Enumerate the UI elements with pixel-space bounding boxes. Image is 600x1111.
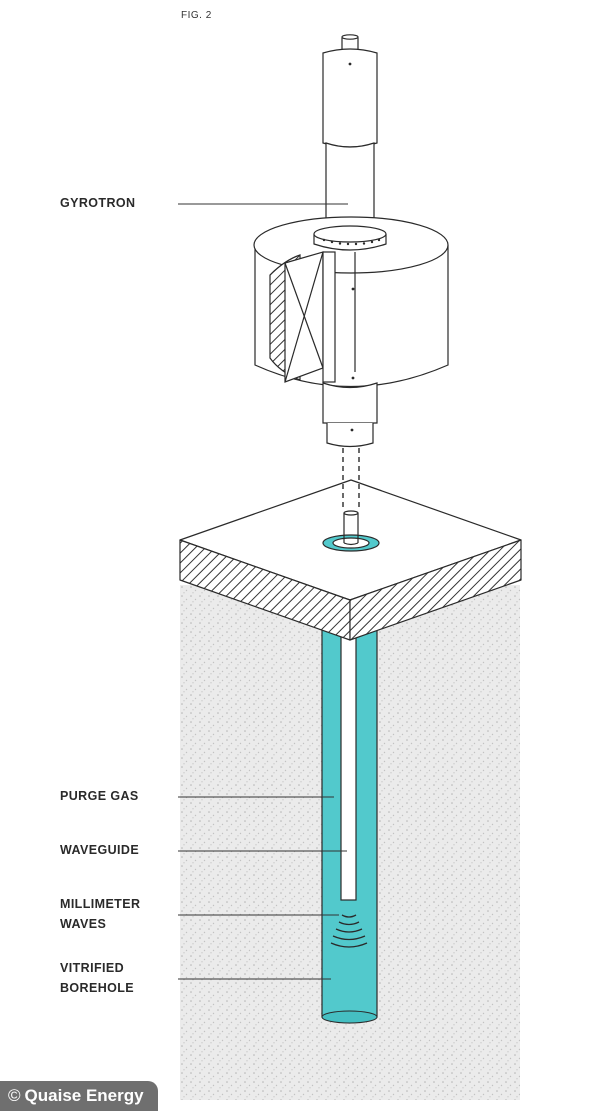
label-millimeter-waves: MILLIMETER WAVES xyxy=(60,894,140,934)
label-waveguide: WAVEGUIDE xyxy=(60,843,140,857)
figure-label: FIG. 2 xyxy=(181,10,212,21)
label-purge-gas: PURGE GAS xyxy=(60,789,139,803)
beam-path xyxy=(342,448,360,510)
label-vitrified-borehole: VITRIFIED BOREHOLE xyxy=(60,958,134,998)
label-gyrotron: GYROTRON xyxy=(60,196,136,210)
label-vitrified-borehole-line2: BOREHOLE xyxy=(60,981,135,995)
platform-opening xyxy=(322,510,380,552)
label-millimeter-waves-line2: WAVES xyxy=(60,917,107,931)
leader-lines xyxy=(178,203,348,980)
credit-watermark: ©Quaise Energy xyxy=(0,1081,158,1111)
label-vitrified-borehole-line1: VITRIFIED xyxy=(60,961,125,975)
label-millimeter-waves-line1: MILLIMETER xyxy=(60,897,141,911)
credit-text: Quaise Energy xyxy=(24,1086,144,1105)
copyright-icon: © xyxy=(8,1086,21,1105)
gyrotron xyxy=(253,34,449,448)
millimeter-waves xyxy=(330,914,368,948)
waveguide-tube xyxy=(340,629,357,901)
